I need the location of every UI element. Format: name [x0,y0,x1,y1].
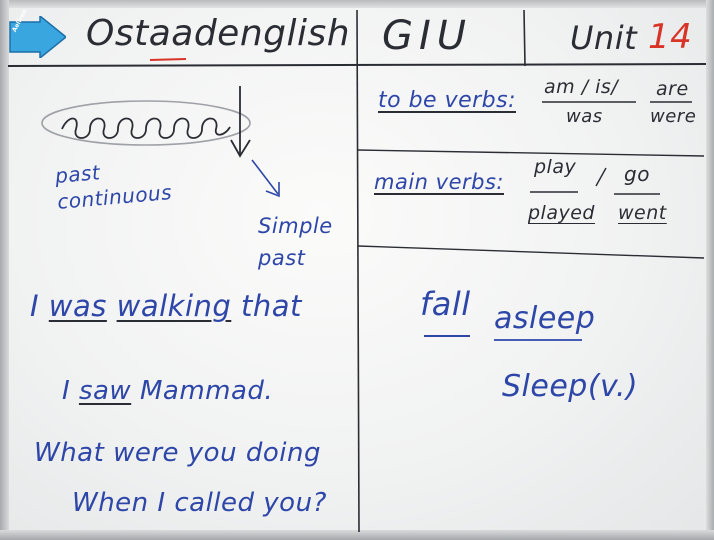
timeline-wave [61,117,231,139]
main-verbs-label: main verbs: [374,170,504,194]
unit-label: Unit [570,19,638,57]
to-be-present-plural: are [656,78,689,100]
to-be-past-plural: were [650,106,697,127]
timeline-ellipse [41,100,251,146]
past-continuous-label: past continuous [54,160,173,214]
example-line2-saw: saw [78,376,132,406]
simple-past-arrow-head [265,182,280,198]
to-be-verbs-label: to be verbs: [378,88,517,113]
question-line1: What were you doing [34,438,321,468]
example-line1-pronoun: I [30,289,40,323]
to-be-past: was [566,106,603,127]
center-divider [356,9,360,533]
example-line1: I was walking that [30,292,302,321]
phrase-fall: fall [420,285,471,323]
to-be-present: am / is/ [544,76,619,98]
site-name: Ostaadenglish [86,13,351,54]
main-verb-played: played [528,202,595,224]
phrase-asleep: asleep [494,301,596,336]
example-line1-that: that [241,289,302,323]
to-be-section-rule [357,149,705,157]
example-line1-walking: walking [116,289,232,323]
example-line2-pronoun: I [62,376,71,406]
main-verb-go: go [624,162,650,186]
example-line2-name: Mammad. [139,376,274,406]
board-frame-right [706,0,714,540]
phrase-sleep-verb: Sleep(v.) [502,369,639,404]
verbs-slash [595,167,607,187]
board-frame-top [0,0,714,8]
course-name: GIU [382,13,473,59]
example-line2: I saw Mammad. [62,378,273,404]
simple-past-arrow-shaft [251,159,279,195]
header-divider [523,9,526,67]
arrow-tag-icon [9,16,66,58]
board-frame-left [0,0,9,540]
site-name-underline [149,58,187,61]
timeline-arrow-head [230,139,251,158]
main-verb-went: went [618,202,667,224]
main-verb-play: play [534,156,577,178]
example-line1-was: was [48,289,107,323]
question-line2: When I called you? [72,488,327,518]
board-frame-bottom [0,530,714,540]
main-verbs-section-rule [357,245,705,259]
unit-number: 14 [648,17,693,57]
simple-past-label: Simple past [258,214,333,270]
